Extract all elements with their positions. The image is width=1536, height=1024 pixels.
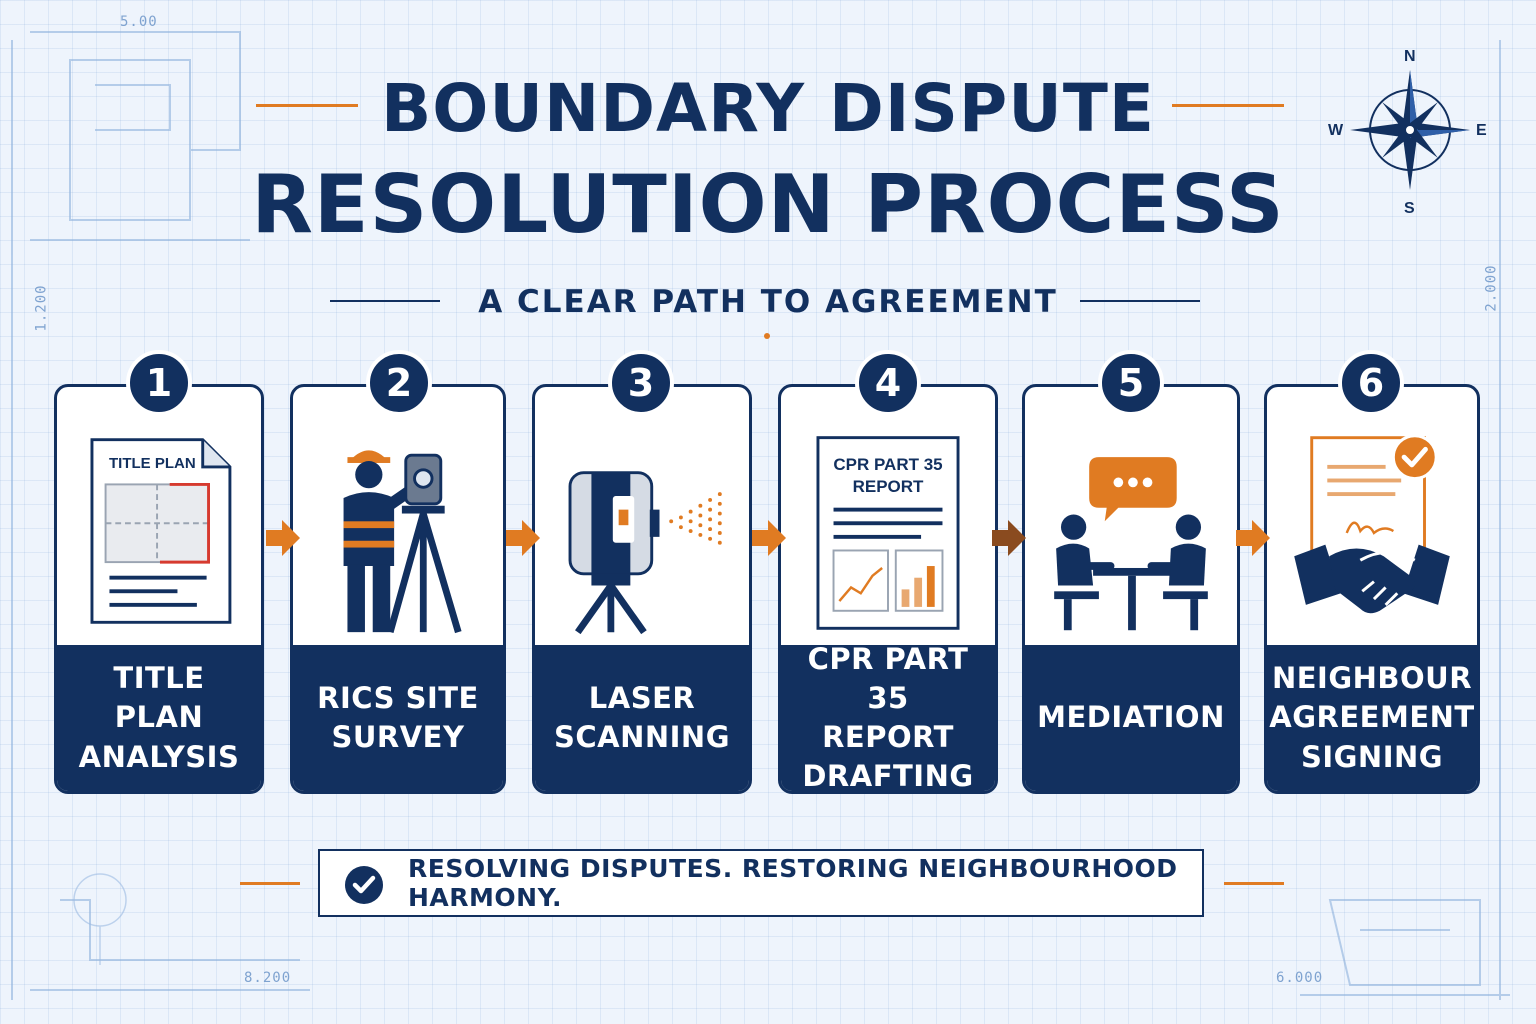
- step-card-3: LASER SCANNING: [532, 384, 752, 794]
- report-document-icon: [816, 436, 960, 630]
- step-number-badge-1: 1: [126, 350, 192, 416]
- tagline-banner: RESOLVING DISPUTES. RESTORING NEIGHBOURH…: [318, 849, 1204, 917]
- report-icon-label-line-2: REPORT: [852, 477, 924, 496]
- arrow-right-icon: [992, 520, 1026, 556]
- page-title-line-2: RESOLUTION PROCESS: [251, 158, 1285, 251]
- page-title-line-1: BOUNDARY DISPUTE: [380, 70, 1156, 147]
- arrow-right-icon: [506, 520, 540, 556]
- step-number-badge-5: 5: [1098, 350, 1164, 416]
- tagline-decoration-right: [1224, 882, 1284, 885]
- title-plan-document-icon: [90, 438, 232, 624]
- surveyor-with-total-station-icon: [343, 450, 462, 634]
- step-label-4: CPR PART 35 REPORT DRAFTING: [781, 642, 995, 791]
- step-card-6: NEIGHBOUR AGREEMENT SIGNING: [1264, 384, 1480, 794]
- subtitle-dot: [764, 333, 770, 339]
- blueprint-note-top-left: 5.00: [120, 14, 158, 30]
- compass-west: W: [1328, 122, 1344, 139]
- report-icon-label-line-1: CPR PART 35: [833, 455, 943, 474]
- step-label-3: LASER SCANNING: [535, 645, 749, 791]
- step-card-2: RICS SITE SURVEY: [290, 384, 506, 794]
- step-label-2: RICS SITE SURVEY: [293, 645, 503, 791]
- step-label-1: TITLE PLAN ANALYSIS: [57, 645, 261, 791]
- step-number-badge-2: 2: [366, 350, 432, 416]
- laser-scanner-icon: [568, 471, 722, 635]
- tagline-text: RESOLVING DISPUTES. RESTORING NEIGHBOURH…: [408, 854, 1178, 912]
- blueprint-note-bottom-right: 6.000: [1276, 970, 1324, 986]
- arrow-right-icon: [266, 520, 300, 556]
- step-label-6: NEIGHBOUR AGREEMENT SIGNING: [1267, 645, 1477, 791]
- arrow-right-icon: [1236, 520, 1270, 556]
- step-number-badge-6: 6: [1338, 350, 1404, 416]
- tagline-decoration-left: [240, 882, 300, 885]
- handshake-agreement-icon: [1294, 434, 1450, 614]
- subtitle-line-right: [1080, 300, 1200, 302]
- step-label-5: MEDIATION: [1025, 645, 1237, 791]
- arrow-right-icon: [752, 520, 786, 556]
- checkmark-circle-icon: [345, 866, 383, 904]
- compass-icon: [1350, 70, 1470, 190]
- compass-rose: N S E W: [1320, 44, 1500, 224]
- title-plan-icon-label: TITLE PLAN: [109, 455, 196, 472]
- step-number-badge-4: 4: [855, 350, 921, 416]
- mediation-meeting-icon: [1054, 457, 1208, 631]
- step-card-1: TITLE PLAN TITLE PLAN ANALYSIS: [54, 384, 264, 794]
- blueprint-note-bottom-left: 8.200: [244, 970, 292, 986]
- title-decoration-right: [1172, 104, 1284, 107]
- step-number-badge-3: 3: [608, 350, 674, 416]
- title-decoration-left: [256, 104, 358, 107]
- step-card-5: MEDIATION: [1022, 384, 1240, 794]
- step-card-4: CPR PART 35 REPORT CPR PART 35 REPORT DR…: [778, 384, 998, 794]
- page-subtitle: A CLEAR PATH TO AGREEMENT: [478, 284, 1058, 320]
- compass-north: N: [1404, 48, 1416, 65]
- compass-south: S: [1404, 200, 1415, 217]
- subtitle-line-left: [330, 300, 440, 302]
- compass-east: E: [1476, 122, 1487, 139]
